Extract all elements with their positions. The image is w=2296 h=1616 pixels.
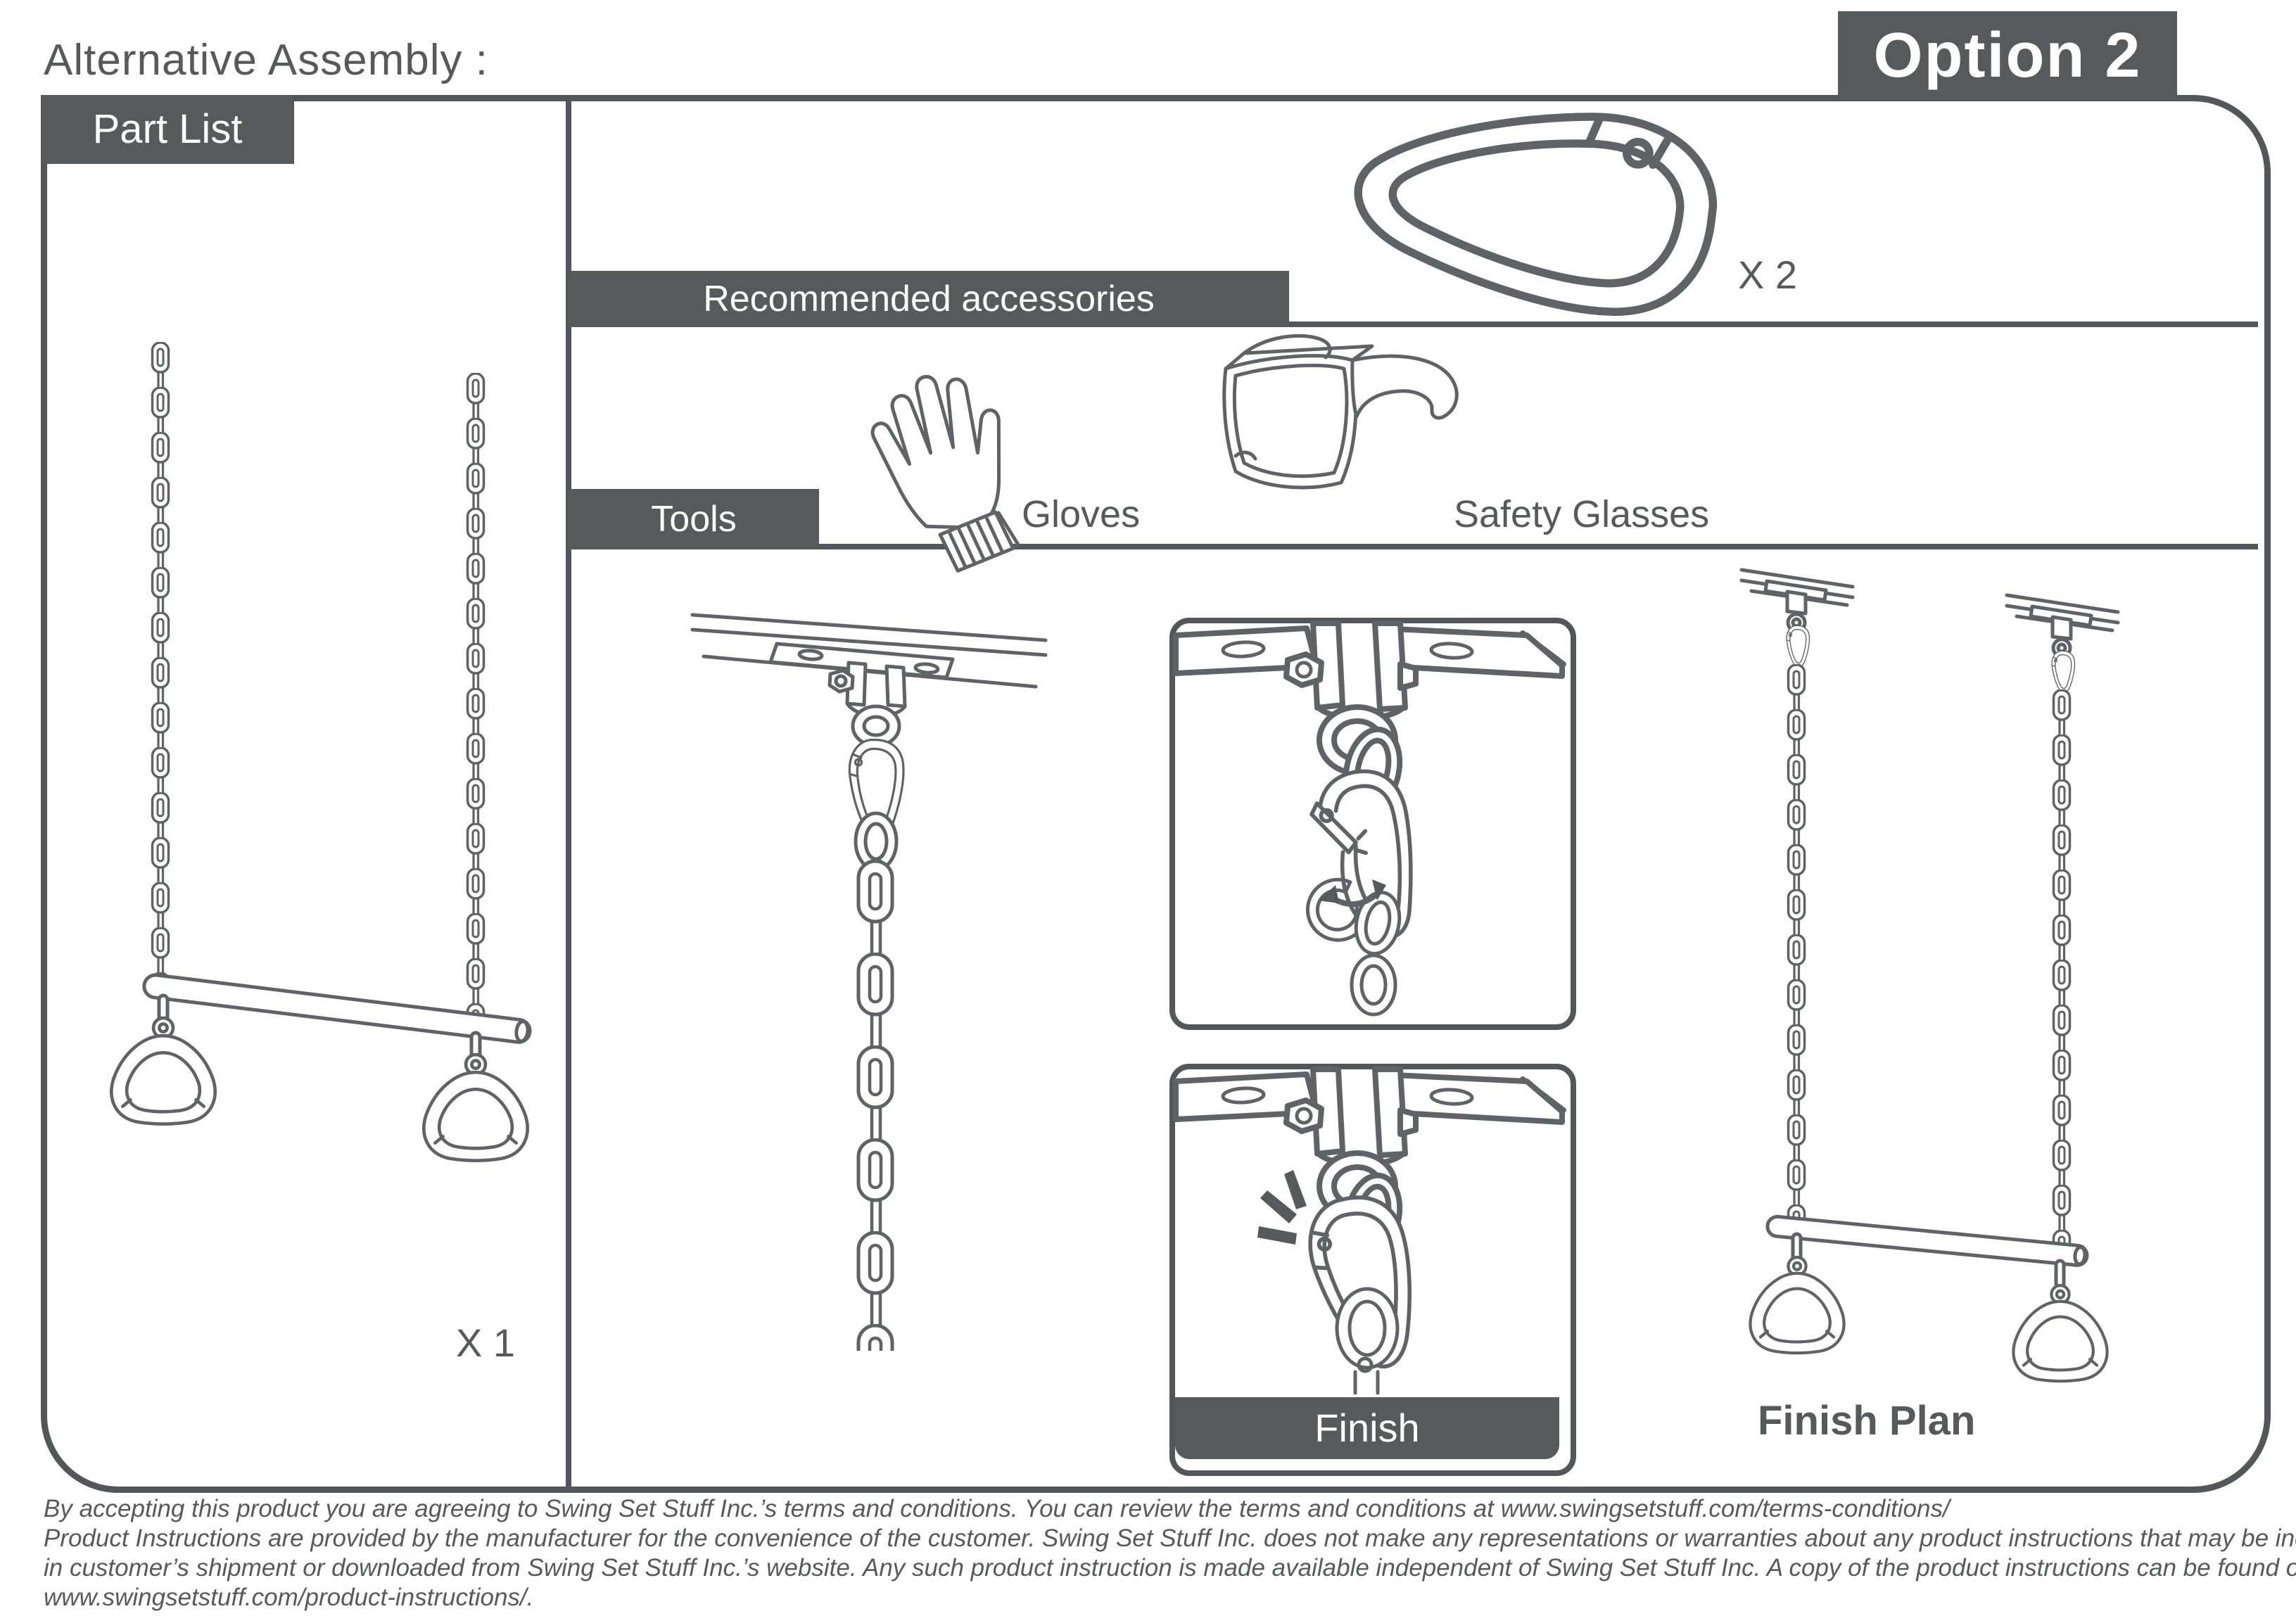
fine-print-line: Product Instructions are provided by the…: [44, 1525, 2296, 1552]
finish-plan-label: Finish Plan: [1758, 1398, 1976, 1444]
gloves-label: Gloves: [1022, 493, 1141, 535]
fine-print-line: in customer’s shipment or downloaded fro…: [44, 1554, 2296, 1582]
part-quantity: X 1: [456, 1321, 516, 1365]
option-badge: Option 2: [1838, 11, 2177, 100]
fine-print-line: By accepting this product you are agreei…: [44, 1495, 1950, 1522]
step-detail-box-open-carabiner: [1169, 618, 1576, 1030]
fine-print-line: www.swingsetstuff.com/product-instructio…: [44, 1584, 534, 1611]
part-list-header: Part List: [41, 95, 294, 164]
safety-glasses-label: Safety Glasses: [1454, 493, 1710, 535]
tools-header: Tools: [569, 489, 819, 549]
carabiner-quantity: X 2: [1738, 253, 1798, 297]
finish-banner: Finish: [1175, 1397, 1559, 1459]
page-title: Alternative Assembly :: [44, 36, 488, 84]
vertical-divider: [566, 95, 571, 1487]
tools-row-divider: [566, 544, 2258, 549]
legal-fine-print: By accepting this product you are agreei…: [44, 1494, 2296, 1612]
recommended-accessories-header: Recommended accessories: [569, 271, 1289, 327]
